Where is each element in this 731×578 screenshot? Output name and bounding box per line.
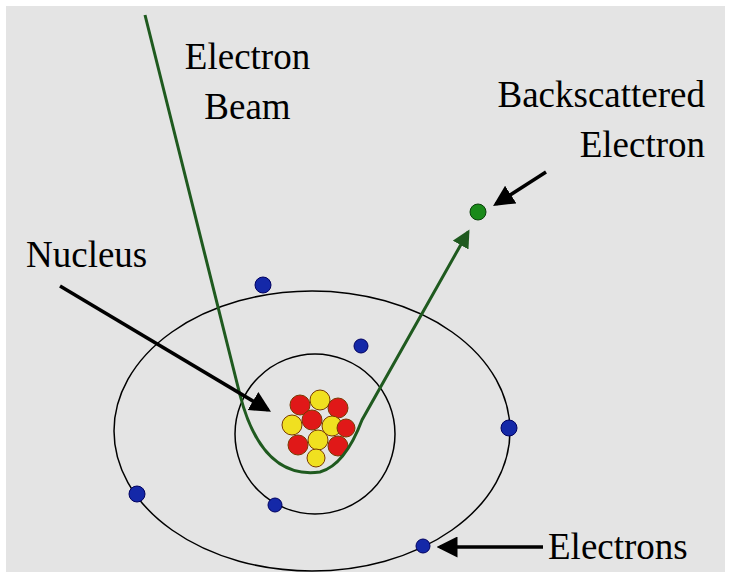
outer-orbit [114, 291, 510, 571]
backscatter-label: Backscattered Electron [420, 70, 705, 170]
backscatter-leader [496, 172, 546, 204]
inner-orbit [235, 354, 395, 514]
electron-beam-path [145, 15, 468, 473]
backscattered-electron-dot [470, 204, 486, 220]
electron-dots [129, 277, 517, 553]
electrons-label: Electrons [548, 522, 726, 572]
electrons-leader [440, 545, 543, 549]
nucleus-label: Nucleus [26, 230, 216, 280]
beam-label: Electron Beam [160, 32, 335, 132]
nucleus-leader [60, 286, 268, 410]
background-panel [6, 6, 725, 572]
